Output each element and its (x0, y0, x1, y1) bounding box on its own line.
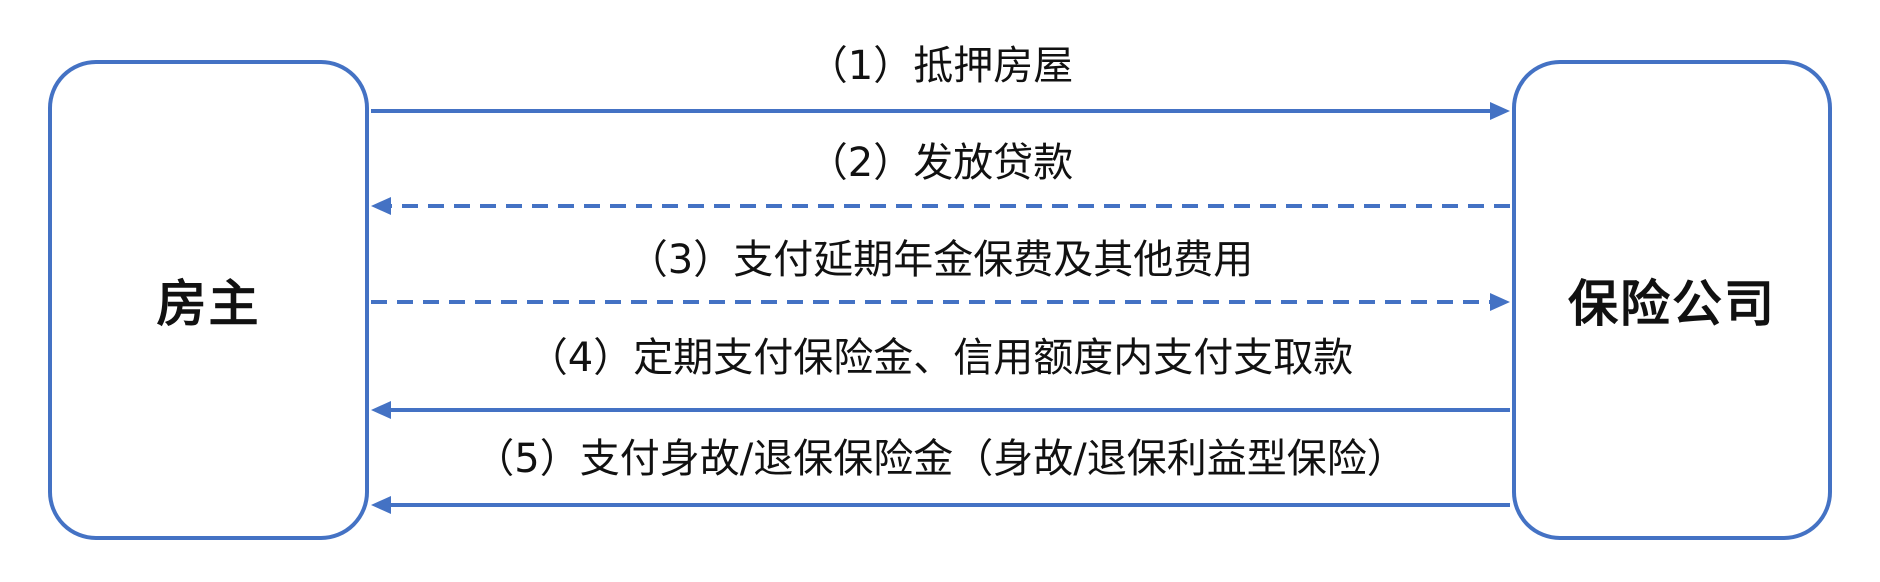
arrow-1-mortgage (371, 102, 1510, 120)
flow-label-1: （1）抵押房屋 (807, 43, 1074, 89)
flow-label-4: （4）定期支付保险金、信用额度内支付支取款 (527, 335, 1354, 381)
homeowner-label: 房主 (156, 275, 261, 333)
arrow-3-premium (371, 293, 1510, 311)
arrow-5-death-surrender (371, 496, 1510, 514)
arrow-2-loan (371, 197, 1510, 215)
flow-label-5: （5）支付身故/退保保险金（身故/退保利益型保险） (474, 436, 1407, 482)
homeowner-box: 房主 (48, 60, 369, 540)
flow-label-3: （3）支付延期年金保费及其他费用 (627, 237, 1254, 283)
arrow-4-benefits (371, 401, 1510, 419)
insurer-box: 保险公司 (1512, 60, 1832, 540)
flow-label-2: （2）发放贷款 (807, 140, 1074, 186)
insurer-label: 保险公司 (1568, 275, 1776, 333)
